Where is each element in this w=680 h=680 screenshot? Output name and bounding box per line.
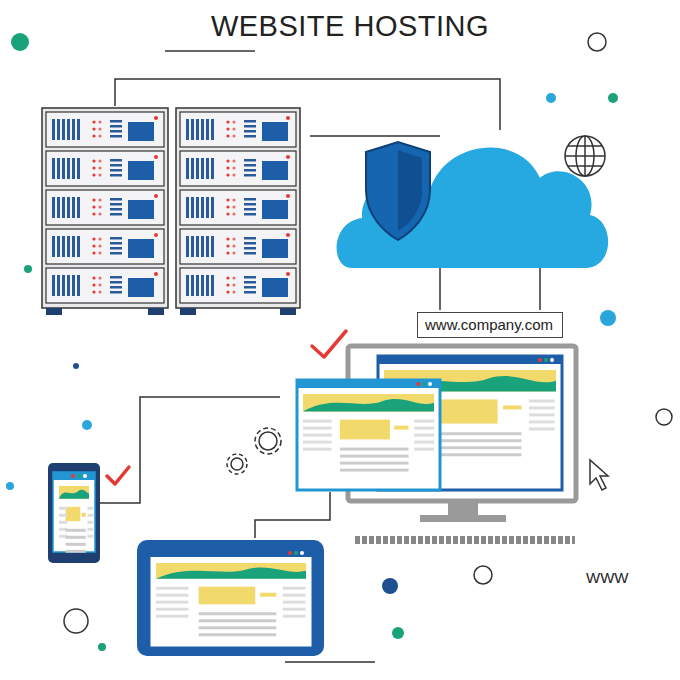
www-label: WWW	[586, 569, 628, 586]
cloud	[337, 142, 609, 268]
domain-box: www.company.com	[417, 312, 563, 338]
domain-name: www.company.com	[425, 316, 555, 333]
decor-dots	[6, 33, 672, 651]
title-rule	[165, 50, 255, 52]
browser-windows	[48, 356, 562, 656]
server-racks	[42, 108, 300, 315]
cloud-wires	[440, 268, 540, 310]
cursor-icon	[590, 460, 608, 490]
checkmarks	[107, 331, 346, 484]
title: WEBSITE HOSTING	[211, 10, 489, 43]
gears	[227, 428, 281, 474]
globe-icon	[565, 136, 605, 176]
